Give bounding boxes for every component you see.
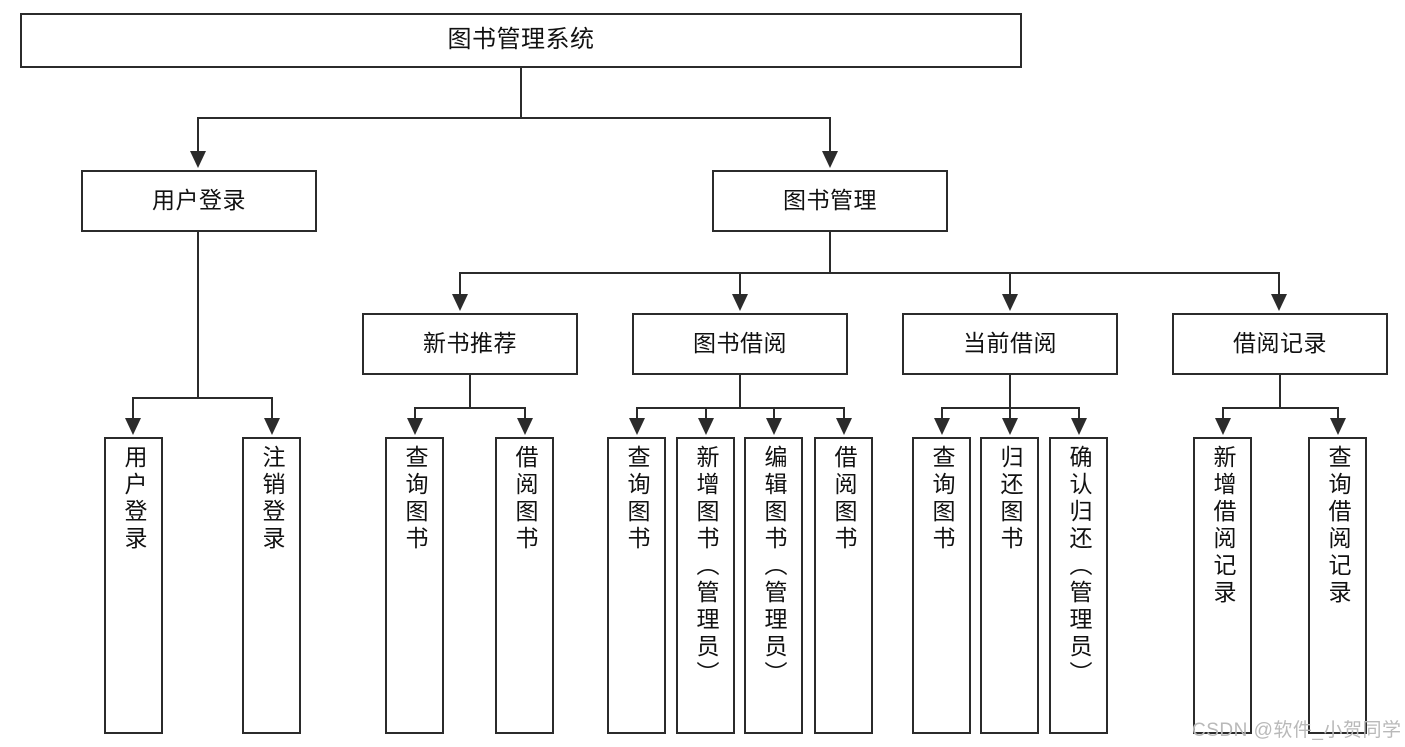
leaf-borrow-book-borrow[interactable]: 借阅图书 [814, 437, 873, 734]
connector-new-book-drop-2 [524, 407, 526, 420]
connector-book-borrow-stem [739, 375, 741, 407]
arrow-to-book-borrow [732, 294, 748, 311]
leaf-query-book-current[interactable]: 查询图书 [912, 437, 971, 734]
leaf-query-borrow-record[interactable]: 查询借阅记录 [1308, 437, 1367, 734]
node-label: 借阅图书 [831, 445, 857, 553]
arrow-to-query-book-cb [934, 418, 950, 435]
connector-new-book-drop-1 [414, 407, 416, 420]
arrow-to-current-borrow [1002, 294, 1018, 311]
leaf-query-book-borrow[interactable]: 查询图书 [607, 437, 666, 734]
node-label: 图书管理系统 [447, 26, 595, 54]
connector-book-management-stem [829, 232, 831, 272]
node-label: 借阅图书 [512, 445, 538, 553]
connector-borrow-record-drop-2 [1337, 407, 1339, 420]
connector-level3-drop-2 [739, 272, 741, 296]
arrow-to-add-book-bb [698, 418, 714, 435]
leaf-add-book-admin[interactable]: 新增图书（管理员） [676, 437, 735, 734]
node-label: 归还图书 [997, 445, 1023, 553]
node-root-book-management-system[interactable]: 图书管理系统 [20, 13, 1022, 68]
arrow-to-borrow-book-bb [836, 418, 852, 435]
node-label: 注销登录 [259, 445, 285, 553]
node-label: 编辑图书（管理员） [761, 445, 787, 688]
connector-current-borrow-drop-1 [941, 407, 943, 420]
node-label: 用户登录 [152, 187, 246, 214]
connector-borrow-record-branch-bar [1222, 407, 1337, 409]
node-label: 新增图书（管理员） [693, 445, 719, 688]
connector-current-borrow-drop-2 [1009, 407, 1011, 420]
node-book-management[interactable]: 图书管理 [712, 170, 948, 232]
leaf-return-book[interactable]: 归还图书 [980, 437, 1039, 734]
leaf-query-book-new-recommend[interactable]: 查询图书 [385, 437, 444, 734]
arrow-to-add-borrow-record [1215, 418, 1231, 435]
connector-book-borrow-drop-1 [636, 407, 638, 420]
connector-borrow-record-drop-1 [1222, 407, 1224, 420]
leaf-add-borrow-record[interactable]: 新增借阅记录 [1193, 437, 1252, 734]
node-label: 图书借阅 [693, 330, 787, 357]
arrow-to-borrow-book-nb [517, 418, 533, 435]
connector-level3-branch-bar [459, 272, 1278, 274]
connector-book-borrow-branch-bar [636, 407, 843, 409]
connector-level3-drop-4 [1278, 272, 1280, 296]
node-label: 确认归还（管理员） [1066, 445, 1092, 688]
leaf-logout[interactable]: 注销登录 [242, 437, 301, 734]
connector-current-borrow-drop-3 [1078, 407, 1080, 420]
arrow-to-user-login [190, 151, 206, 168]
connector-user-login-branch-bar [132, 397, 272, 399]
node-label: 新书推荐 [423, 330, 517, 357]
node-new-book-recommend[interactable]: 新书推荐 [362, 313, 578, 375]
connector-user-login-stem [197, 232, 199, 397]
connector-new-book-stem [469, 375, 471, 407]
arrow-to-borrow-record [1271, 294, 1287, 311]
node-borrow-record[interactable]: 借阅记录 [1172, 313, 1388, 375]
arrow-to-edit-book-bb [766, 418, 782, 435]
arrow-to-query-borrow-record [1330, 418, 1346, 435]
arrow-to-return-book-cb [1002, 418, 1018, 435]
node-label: 查询图书 [929, 445, 955, 553]
connector-root-drop-right [829, 117, 831, 153]
arrow-to-book-management [822, 151, 838, 168]
connector-root-stem [520, 68, 522, 117]
connector-book-borrow-drop-3 [773, 407, 775, 420]
arrow-to-query-book-nb [407, 418, 423, 435]
watermark-csdn: CSDN @软件_小贺同学 [1192, 720, 1402, 741]
connector-book-borrow-drop-2 [705, 407, 707, 420]
leaf-edit-book-admin[interactable]: 编辑图书（管理员） [744, 437, 803, 734]
node-user-login[interactable]: 用户登录 [81, 170, 317, 232]
connector-user-login-drop-1 [132, 397, 134, 420]
connector-borrow-record-stem [1279, 375, 1281, 407]
connector-level3-drop-3 [1009, 272, 1011, 296]
arrow-to-logout-leaf [264, 418, 280, 435]
arrow-to-query-book-bb [629, 418, 645, 435]
node-book-borrow[interactable]: 图书借阅 [632, 313, 848, 375]
connector-new-book-branch-bar [414, 407, 525, 409]
arrow-to-confirm-return-cb [1071, 418, 1087, 435]
arrow-to-user-login-leaf [125, 418, 141, 435]
leaf-user-login[interactable]: 用户登录 [104, 437, 163, 734]
leaf-borrow-book-new-recommend[interactable]: 借阅图书 [495, 437, 554, 734]
connector-root-branch-bar [197, 117, 829, 119]
node-label: 借阅记录 [1233, 330, 1327, 357]
node-label: 查询借阅记录 [1325, 445, 1351, 607]
connector-root-drop-left [197, 117, 199, 153]
connector-book-borrow-drop-4 [843, 407, 845, 420]
leaf-confirm-return-admin[interactable]: 确认归还（管理员） [1049, 437, 1108, 734]
node-label: 查询图书 [624, 445, 650, 553]
node-label: 新增借阅记录 [1210, 445, 1236, 607]
node-current-borrow[interactable]: 当前借阅 [902, 313, 1118, 375]
node-label: 图书管理 [783, 187, 877, 214]
arrow-to-new-book-recommend [452, 294, 468, 311]
connector-user-login-drop-2 [271, 397, 273, 420]
node-label: 查询图书 [402, 445, 428, 553]
node-label: 当前借阅 [963, 330, 1057, 357]
connector-current-borrow-stem [1009, 375, 1011, 407]
node-label: 用户登录 [121, 445, 147, 553]
connector-level3-drop-1 [459, 272, 461, 296]
